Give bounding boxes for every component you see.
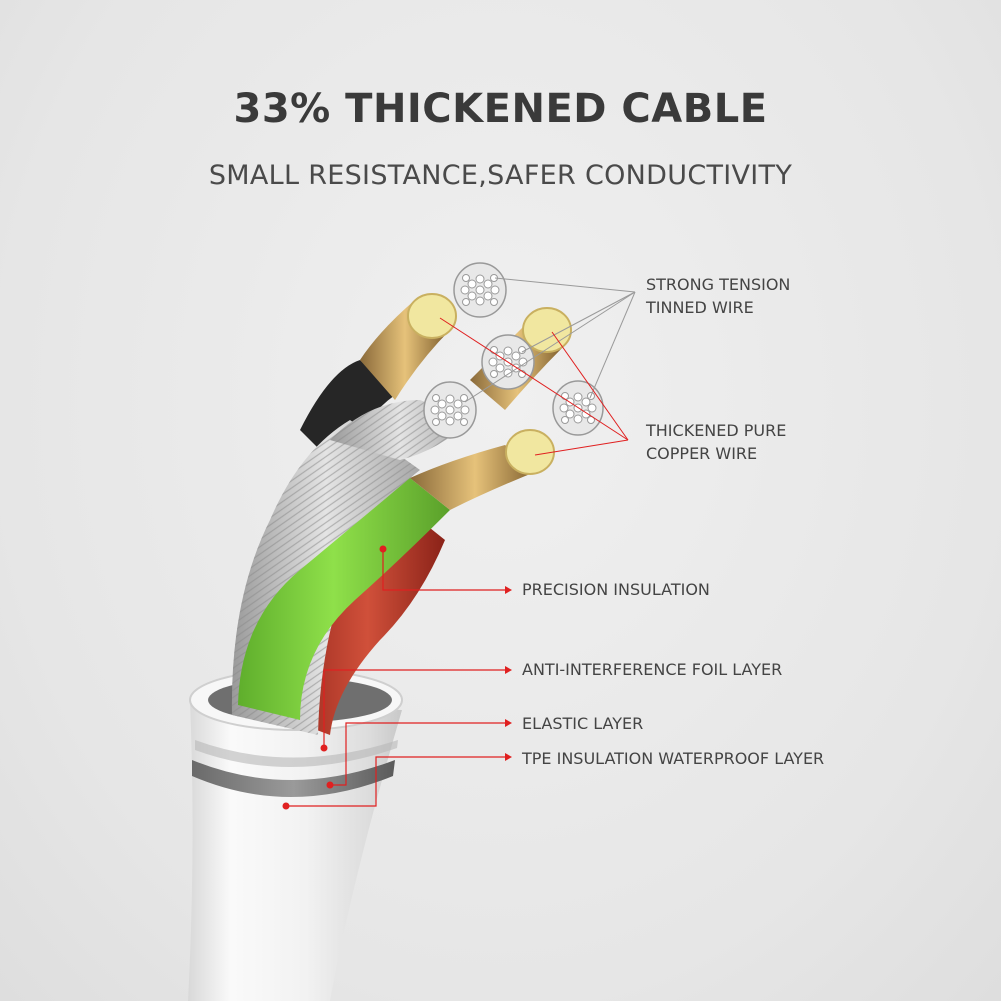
callout-tinned-wire-line-1: STRONG TENSION [646,275,791,294]
tinned-wire-leaders [464,277,636,403]
callout-foil-layer: ANTI-INTERFERENCE FOIL LAYER [522,660,783,679]
red-insulated-wire [290,520,445,735]
callout-tinned-wire-line-2: TINNED WIRE [646,298,754,317]
callout-tpe-layer: TPE INSULATION WATERPROOF LAYER [522,749,825,768]
callout-precision-insulation: PRECISION INSULATION [522,580,710,599]
tinned-strand-bundle-1 [453,262,507,318]
headline: 33% THICKENED CABLE [233,86,768,132]
precision-insulation-leader [382,549,505,591]
jacket-ring [192,760,395,797]
copper-wire-leaders [439,317,629,456]
tinned-strand-bundle-3 [423,381,477,439]
foil-layer-leader [323,669,505,748]
callout-tinned-wire: STRONG TENSION TINNED WIRE [646,273,790,319]
callout-copper-wire: THICKENED PURE COPPER WIRE [646,419,786,465]
subheadline: SMALL RESISTANCE,SAFER CONDUCTIVITY [208,160,793,191]
tpe-jacket [188,700,402,1001]
elastic-layer-leader [330,722,505,786]
green-insulated-wire [238,478,450,720]
callout-elastic-layer: ELASTIC LAYER [522,714,644,733]
tpe-layer-leader [286,756,505,807]
callout-copper-wire-line-1: THICKENED PURE [646,421,787,440]
callout-copper-wire-line-2: COPPER WIRE [646,444,758,463]
